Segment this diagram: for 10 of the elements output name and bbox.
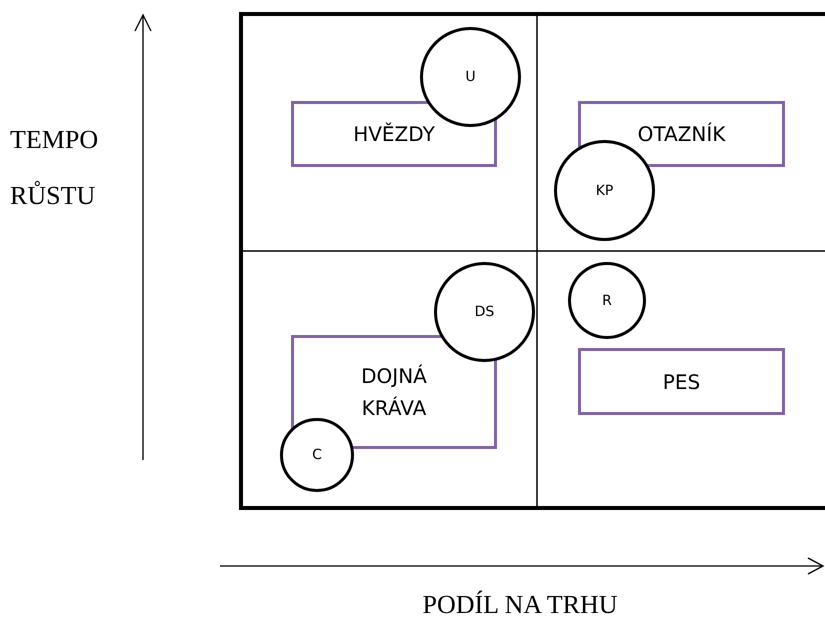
product-circle: R (568, 262, 646, 339)
category-box: HVĚZDY (291, 101, 497, 167)
product-circle: C (280, 418, 354, 492)
product-circle: DS (434, 262, 535, 362)
product-circle: U (420, 27, 521, 127)
product-circle: KP (554, 140, 655, 241)
category-box: PES (578, 348, 785, 415)
category-box: OTAZNÍK (578, 101, 785, 167)
axis-label: PODÍL NA TRHU (421, 589, 618, 621)
axis-label: TEMPO RŮSTU (10, 124, 100, 212)
